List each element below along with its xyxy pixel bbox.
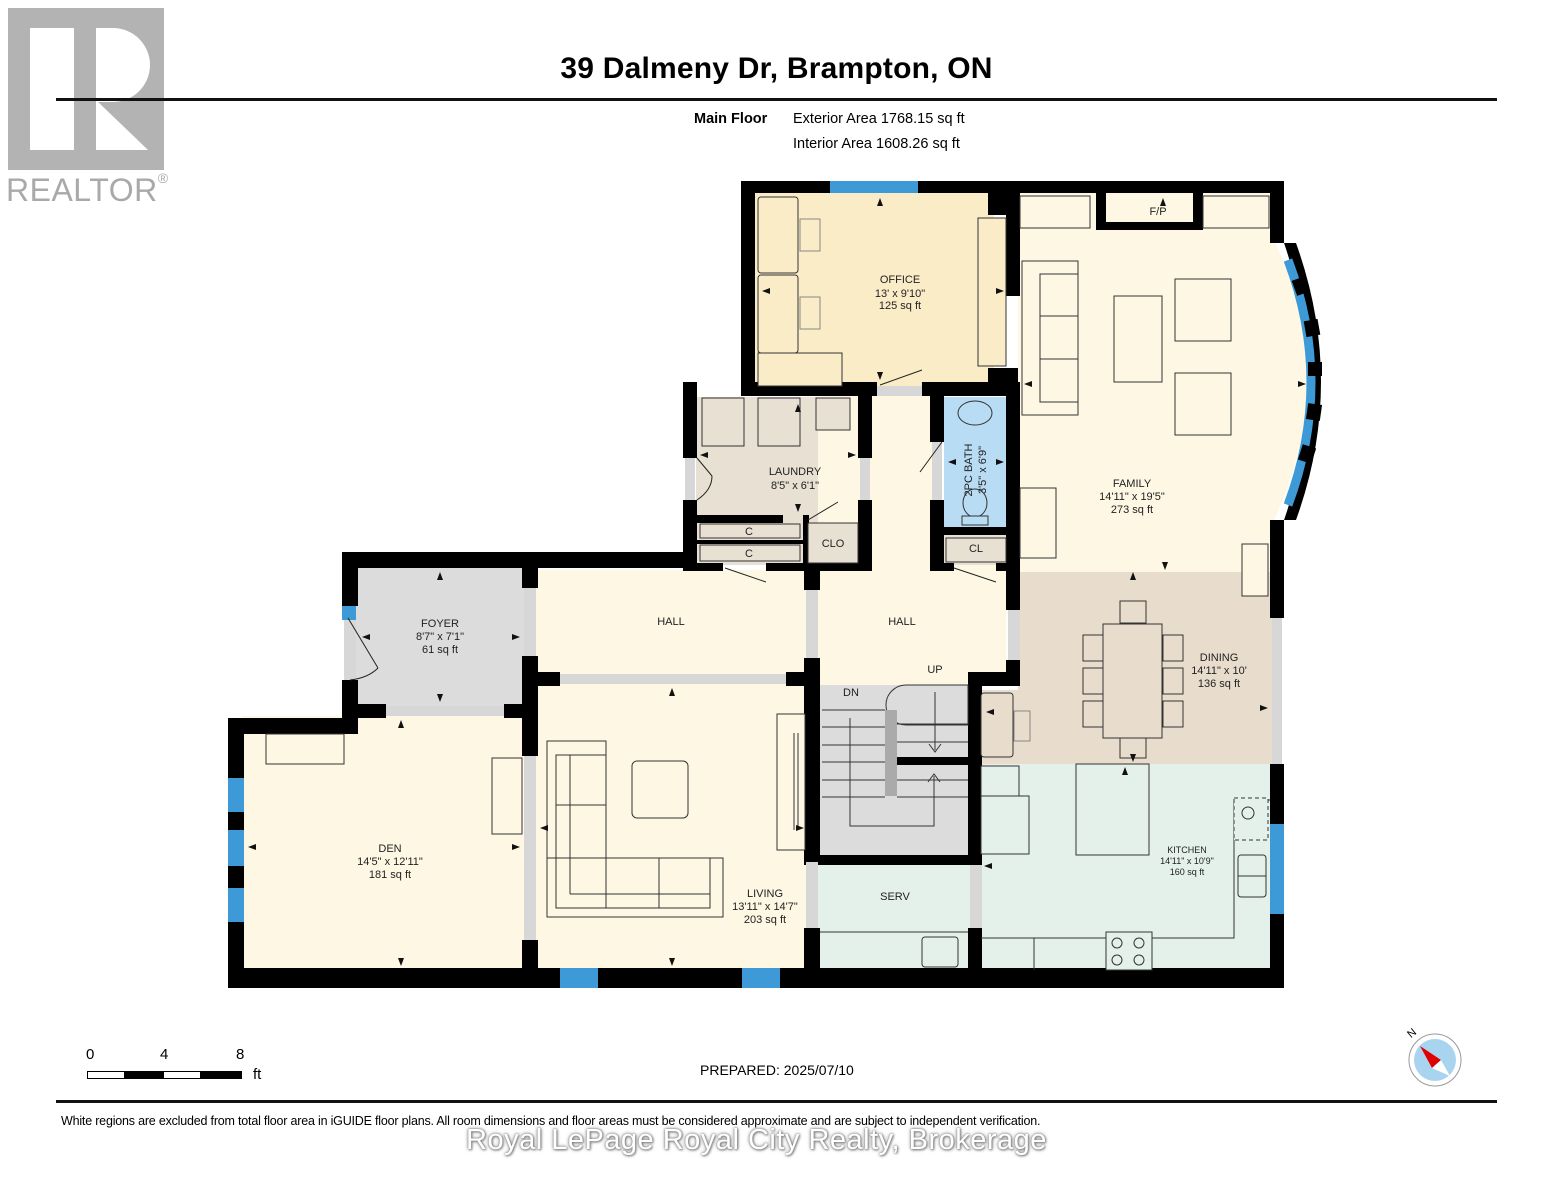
- realtor-logo-icon: [8, 8, 164, 170]
- bay-mullions: [1291, 276, 1323, 464]
- scale-segment: [200, 1071, 242, 1079]
- scale-segment: [87, 1071, 125, 1079]
- disclaimer-text: White regions are excluded from total fl…: [61, 1114, 1041, 1128]
- window-den-1: [228, 778, 244, 812]
- compass-icon: N: [1405, 1026, 1462, 1087]
- footer-divider: [56, 1100, 1497, 1103]
- window-den-3: [228, 888, 244, 922]
- dining-dims: 14'11" x 10': [1191, 665, 1247, 677]
- window-kitchen: [1270, 824, 1284, 914]
- brokerage-watermark: Royal LePage Royal City Realty, Brokerag…: [466, 1124, 1047, 1156]
- door-swings: [347, 369, 997, 681]
- property-address-title: 39 Dalmeny Dr, Brampton, ON: [560, 52, 993, 85]
- laundry-label: LAUNDRY: [769, 466, 822, 478]
- foyer-area: 61 sq ft: [422, 644, 458, 656]
- living-label: LIVING: [747, 888, 783, 900]
- closet-c1-label: C: [745, 526, 753, 538]
- kitchen-area: 160 sq ft: [1170, 867, 1205, 877]
- hall2-fill: [818, 565, 1006, 685]
- family-dims: 14'11" x 19'5": [1099, 491, 1165, 503]
- bath-dims: 3'5" x 6'9": [977, 446, 989, 494]
- office-area: 125 sq ft: [879, 300, 921, 312]
- dining-label: DINING: [1200, 652, 1239, 664]
- scale-segment: [163, 1071, 201, 1079]
- header-divider: [56, 98, 1497, 101]
- exterior-area: Exterior Area 1768.15 sq ft: [793, 111, 965, 127]
- living-dims: 13'11" x 14'7": [732, 901, 798, 913]
- realtor-wordmark: REALTOR®: [6, 170, 169, 208]
- hall-fill: [534, 570, 806, 674]
- window-living-2: [742, 968, 780, 988]
- foyer-dims: 8'7" x 7'1": [416, 631, 464, 643]
- hall-left-label: HALL: [657, 616, 685, 628]
- room-labels: OFFICE 13' x 9'10" 125 sq ft LAUNDRY 8'5…: [357, 206, 1247, 926]
- kitchen-label: KITCHEN: [1167, 845, 1207, 855]
- closet-clo-label: CLO: [822, 538, 845, 550]
- window-office: [830, 181, 918, 193]
- den-dims: 14'5" x 12'11": [357, 856, 423, 868]
- closet-cl-label: CL: [969, 543, 983, 555]
- stairs-dn-label: DN: [843, 687, 859, 699]
- dining-area: 136 sq ft: [1198, 678, 1240, 690]
- scale-bar: 0 4 8 ft: [86, 1046, 276, 1086]
- bath-label: 2PC BATH: [963, 443, 975, 496]
- compass-north-label: N: [1405, 1026, 1419, 1040]
- floor-label: Main Floor: [694, 111, 768, 127]
- serv-label: SERV: [880, 891, 910, 903]
- laundry-dims: 8'5" x 6'1": [771, 480, 819, 492]
- window-living-1: [560, 968, 598, 988]
- scale-tick-0: 0: [86, 1046, 95, 1063]
- interior-area: Interior Area 1608.26 sq ft: [793, 136, 960, 152]
- windows: [228, 181, 1316, 988]
- window-foyer: [342, 606, 356, 620]
- closet-c2-label: C: [745, 548, 753, 560]
- office-dims: 13' x 9'10": [875, 288, 925, 300]
- hall-center-label: HALL: [888, 616, 916, 628]
- scale-tick-8: 8: [236, 1046, 245, 1063]
- office-label: OFFICE: [880, 274, 920, 286]
- living-area: 203 sq ft: [744, 914, 786, 926]
- dimension-markers: [248, 198, 1306, 966]
- foyer-label: FOYER: [421, 618, 459, 630]
- fireplace-label: F/P: [1149, 206, 1166, 218]
- den-label: DEN: [378, 843, 401, 855]
- family-label: FAMILY: [1113, 478, 1152, 490]
- foyer-fill: [356, 566, 524, 714]
- walls: [228, 181, 1321, 988]
- stairs-up-label: UP: [927, 664, 942, 676]
- den-area: 181 sq ft: [369, 869, 411, 881]
- prepared-date: PREPARED: 2025/07/10: [700, 1062, 854, 1078]
- scale-unit: ft: [253, 1066, 262, 1083]
- kitchen-dims: 14'11" x 10'9": [1160, 856, 1214, 866]
- scale-segment: [124, 1071, 164, 1079]
- door-thresholds: [344, 386, 1282, 940]
- family-area: 273 sq ft: [1111, 504, 1153, 516]
- scale-tick-4: 4: [160, 1046, 169, 1063]
- window-den-2: [228, 830, 244, 866]
